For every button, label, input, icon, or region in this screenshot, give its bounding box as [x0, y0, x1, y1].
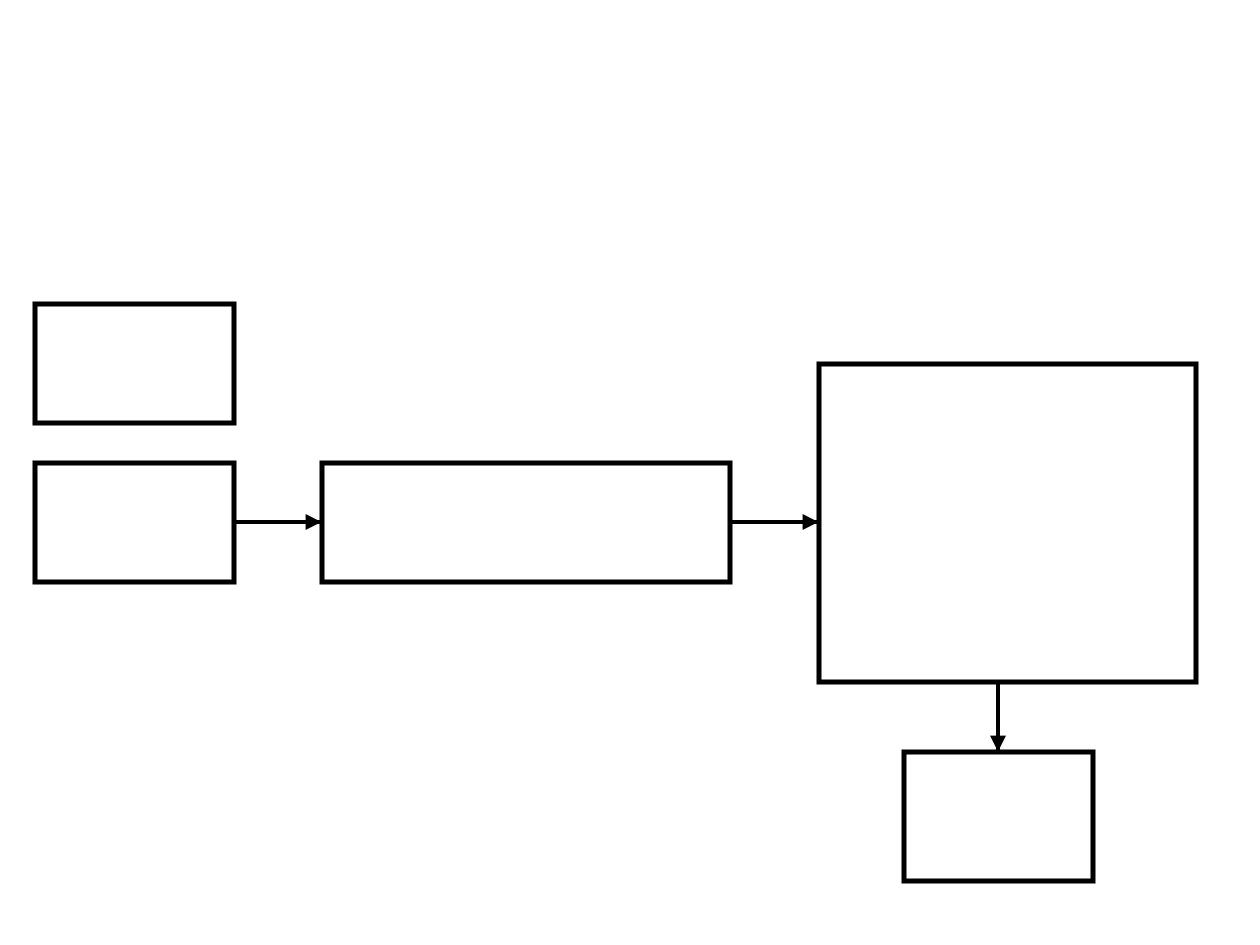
node-box-bottom-right: [901, 749, 1096, 884]
node-box-top-left: [32, 301, 237, 426]
node-box-middle-left: [32, 460, 237, 585]
node-box-center: [319, 460, 733, 585]
node-box-right-large: [816, 361, 1199, 685]
